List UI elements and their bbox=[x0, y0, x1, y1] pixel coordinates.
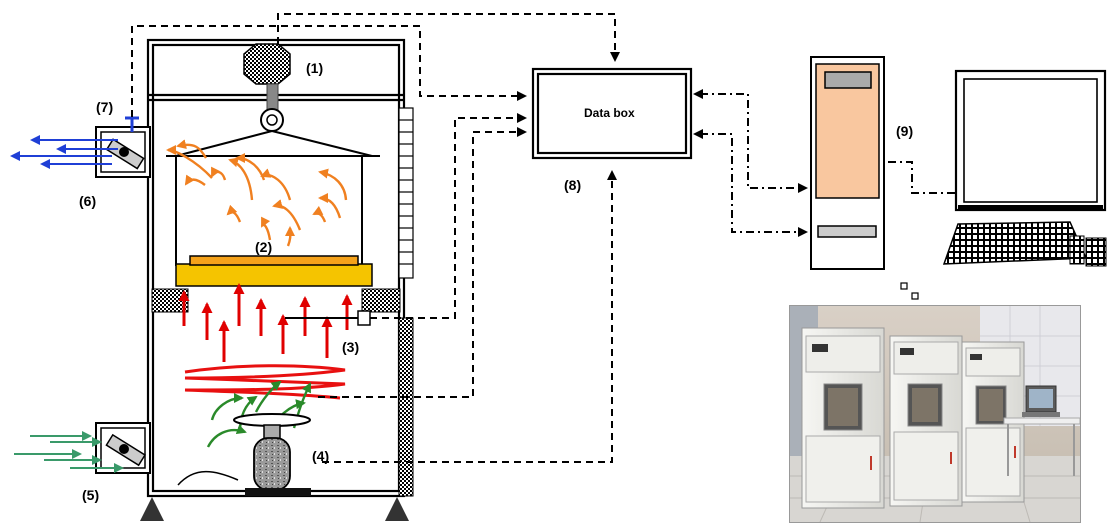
link-line-monitor bbox=[888, 161, 955, 194]
signal-line-loadcell bbox=[277, 13, 620, 62]
label-5: (5) bbox=[82, 487, 99, 503]
signal-lines bbox=[131, 13, 620, 463]
side-insulation-strip bbox=[398, 317, 414, 497]
exhaust-outflow-arrows bbox=[10, 135, 118, 169]
inlet-fan bbox=[95, 422, 151, 474]
inlet-inflow-arrows bbox=[14, 431, 124, 473]
computer-link-lines bbox=[693, 89, 955, 237]
label-4: (4) bbox=[312, 448, 329, 464]
insulation-block-right bbox=[361, 288, 401, 313]
computer-monitor bbox=[954, 69, 1107, 212]
convection-flow-arrows bbox=[166, 139, 348, 247]
link-line-lower bbox=[700, 133, 808, 237]
label-1: (1) bbox=[306, 60, 323, 76]
signal-line-exhaust bbox=[131, 25, 527, 117]
data-box bbox=[531, 67, 693, 160]
label-8: (8) bbox=[564, 177, 581, 193]
label-3: (3) bbox=[342, 339, 359, 355]
burner-canister bbox=[177, 413, 311, 496]
label-9: (9) bbox=[896, 123, 913, 139]
sample-specimen bbox=[189, 255, 359, 266]
label-6: (6) bbox=[79, 193, 96, 209]
computer-keyboard bbox=[942, 221, 1107, 267]
heat-flux-arrows bbox=[178, 283, 353, 362]
weighing-frame bbox=[166, 130, 380, 266]
sample-tray bbox=[175, 263, 373, 287]
support-foot-right bbox=[385, 497, 409, 521]
exhaust-fan bbox=[95, 116, 151, 178]
signal-line-probe bbox=[370, 113, 527, 319]
link-line-upper bbox=[700, 93, 808, 193]
data-box-label: Data box bbox=[584, 106, 635, 120]
load-cell bbox=[243, 43, 291, 132]
side-vent-rail bbox=[398, 107, 414, 279]
lab-photo bbox=[789, 305, 1081, 523]
support-foot-left bbox=[140, 497, 164, 521]
label-7: (7) bbox=[96, 99, 113, 115]
signal-line-canister bbox=[322, 170, 617, 463]
signal-line-heater bbox=[318, 127, 527, 398]
radiant-heater-coil bbox=[184, 364, 346, 400]
computer-tower bbox=[810, 56, 885, 270]
label-2: (2) bbox=[255, 239, 272, 255]
